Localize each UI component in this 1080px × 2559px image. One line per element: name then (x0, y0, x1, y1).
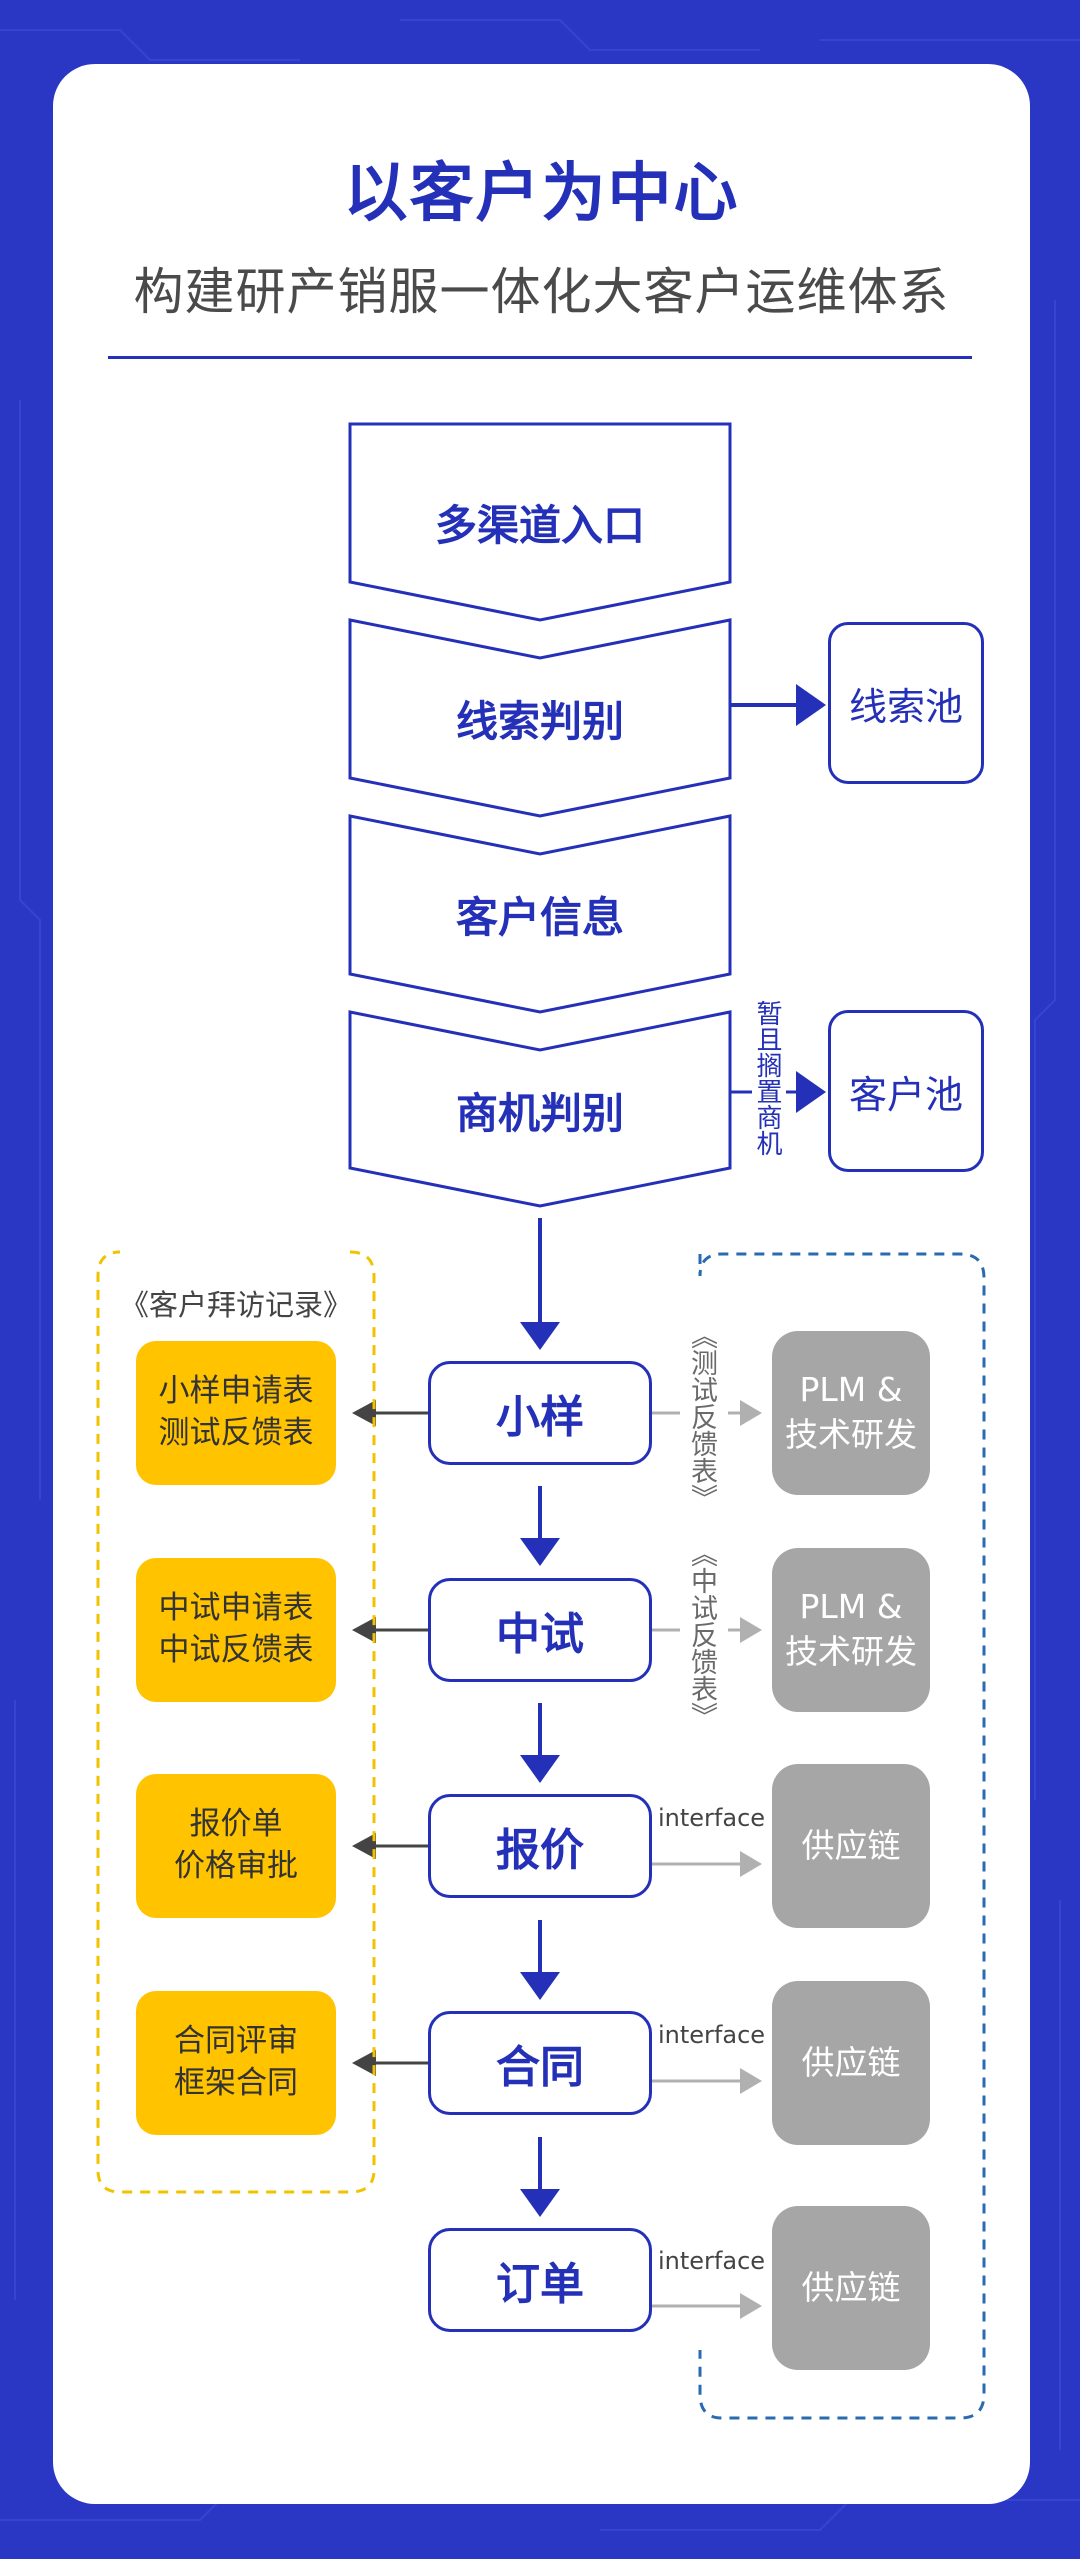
system-arrowheads (740, 1400, 762, 2319)
funnel-step-label: 线索判别 (455, 696, 624, 746)
stage-order: 订单 (428, 2228, 652, 2332)
system-line: PLM & (799, 1370, 903, 1410)
system-box-plm: PLM & 技术研发 (772, 1548, 930, 1712)
doc-line: 测试反馈表 (158, 1415, 314, 1451)
page-subtitle: 构建研产销服一体化大客户运维体系 (133, 263, 950, 321)
funnel-step-shape (348, 814, 732, 1014)
system-integration-group (698, 1252, 986, 2420)
flow-note-pilot: 《中试反馈表》 (686, 1540, 717, 1729)
page-title: 以客户为中心 (343, 157, 740, 231)
doc-line: 中试反馈表 (158, 1632, 314, 1668)
interface-label: interface (658, 1804, 766, 1832)
system-line: 供应链 (801, 2042, 901, 2082)
funnel-step-label: 多渠道入口 (434, 500, 645, 550)
stage-contract: 合同 (428, 2011, 652, 2115)
funnel-step-label: 客户信息 (455, 892, 624, 942)
funnel-step-shape (348, 422, 732, 622)
system-line: 供应链 (801, 2267, 901, 2307)
visit-record-label: 《客户拜访记录》 (120, 1288, 353, 1322)
doc-line: 小样申请表 (158, 1373, 314, 1410)
lead-pool: 线索池 (828, 622, 984, 784)
system-line: 技术研发 (785, 1415, 917, 1454)
doc-arrows (370, 1411, 428, 2065)
doc-box-contract: 合同评审 框架合同 (136, 1991, 336, 2135)
system-box-supply-chain: 供应链 (772, 1981, 930, 2145)
visit-record-group (96, 1250, 376, 2194)
customer-pool: 客户池 (828, 1010, 984, 1172)
flow-note-sample: 《测试反馈表》 (686, 1322, 717, 1511)
stage-pilot: 中试 (428, 1578, 652, 1682)
doc-line: 报价单 (189, 1806, 283, 1843)
arrow-head (796, 684, 826, 726)
system-arrows (652, 1411, 742, 2308)
doc-box-sample: 小样申请表 测试反馈表 (136, 1341, 336, 1485)
funnel-step-label: 商机判别 (455, 1088, 624, 1138)
doc-arrowheads (352, 1400, 376, 2076)
funnel-step-shape (348, 618, 732, 818)
system-box-supply-chain: 供应链 (772, 2206, 930, 2370)
system-box-supply-chain: 供应链 (772, 1764, 930, 1928)
arrow-head (796, 1071, 826, 1113)
stage-quote: 报价 (428, 1794, 652, 1898)
doc-line: 合同评审 (174, 2023, 298, 2060)
system-box-plm: PLM & 技术研发 (772, 1331, 930, 1495)
funnel-step-shape (348, 1010, 732, 1208)
doc-line: 框架合同 (174, 2065, 298, 2101)
shelve-note: 暂且搁置商机 (752, 1000, 782, 1156)
interface-label: interface (658, 2021, 766, 2049)
doc-line: 价格审批 (174, 1848, 298, 1884)
title-divider (108, 356, 972, 359)
system-line: PLM & (799, 1587, 903, 1627)
doc-box-pilot: 中试申请表 中试反馈表 (136, 1558, 336, 1702)
doc-line: 中试申请表 (158, 1590, 314, 1627)
system-line: 供应链 (801, 1825, 901, 1865)
stage-sample: 小样 (428, 1361, 652, 1465)
main-flow-arrowheads (520, 1322, 560, 2217)
doc-box-quote: 报价单 价格审批 (136, 1774, 336, 1918)
interface-label: interface (658, 2247, 766, 2275)
system-line: 技术研发 (785, 1632, 917, 1671)
